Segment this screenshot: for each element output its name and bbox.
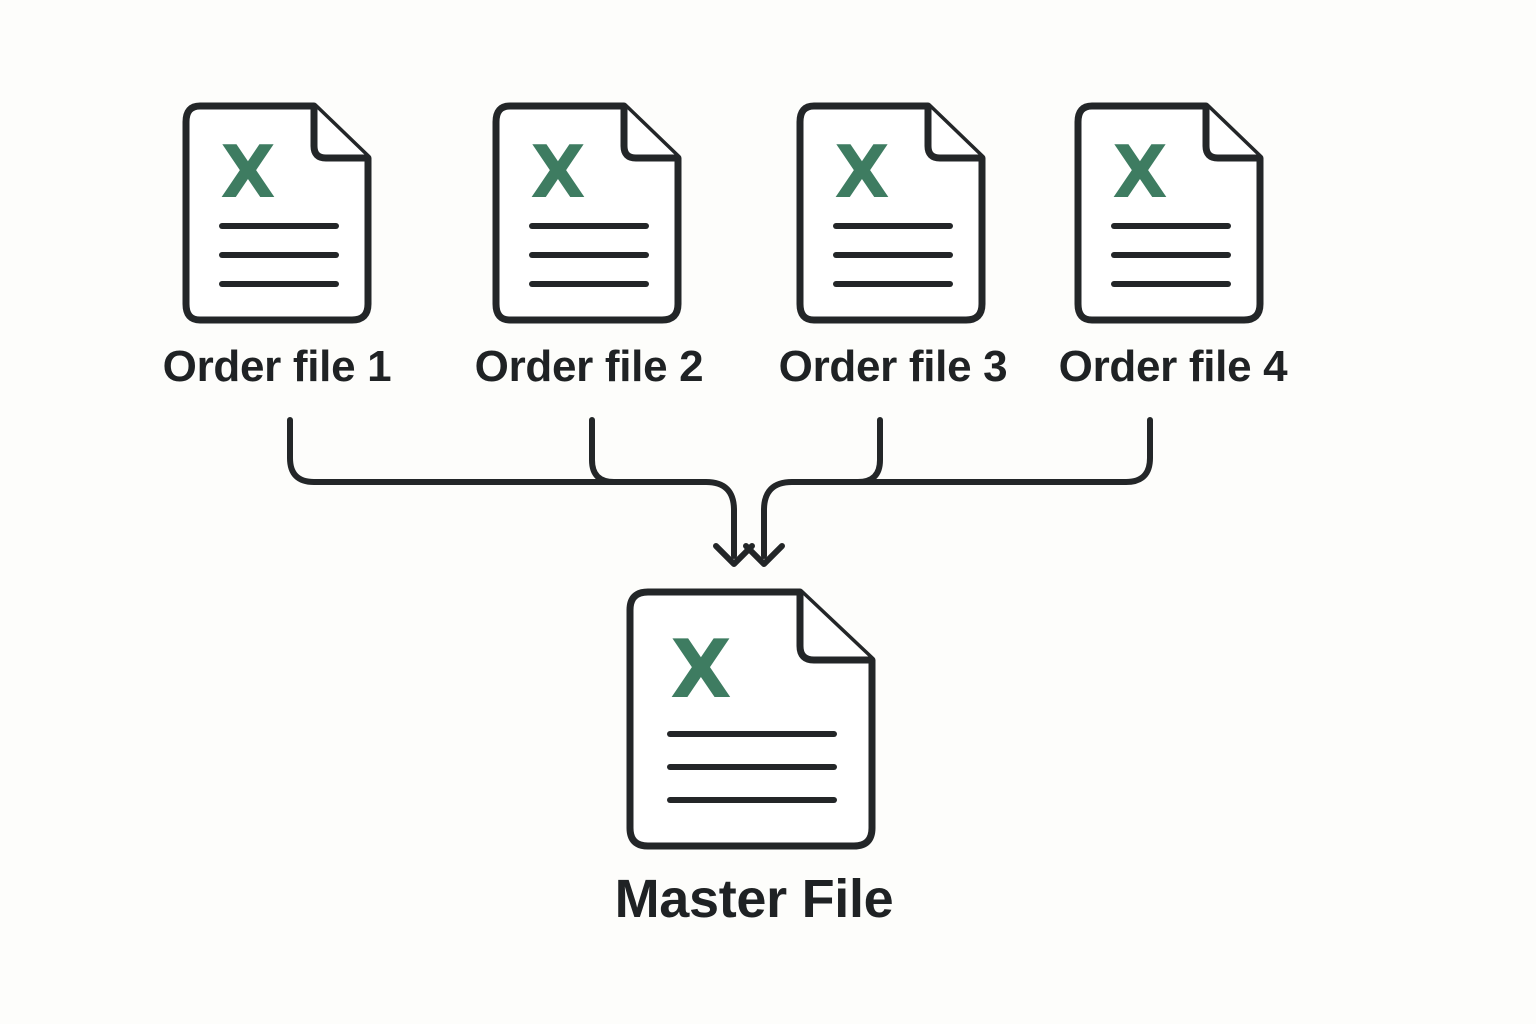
excel-x-mark: X [530, 130, 586, 214]
excel-x-mark: X [220, 130, 276, 214]
page-fold-corner [620, 106, 678, 162]
excel-x-mark: X [1112, 130, 1168, 214]
arrow-head-right [743, 543, 785, 567]
master-document: X [626, 588, 876, 850]
source-document-3: X [796, 102, 986, 324]
merge-connectors [287, 417, 1153, 567]
connector-right [761, 417, 1153, 559]
source-document-2: X [492, 102, 682, 324]
excel-x-mark: X [670, 623, 732, 716]
page-fold-corner [924, 106, 982, 162]
page-fold-corner [1202, 106, 1260, 162]
source-label-4: Order file 4 [1058, 342, 1288, 391]
arrow-head-left [713, 543, 755, 567]
source-document-4: X [1074, 102, 1264, 324]
source-document-1: X [182, 102, 372, 324]
source-label-3: Order file 3 [778, 342, 1008, 391]
master-label: Master File [614, 869, 894, 929]
excel-x-mark: X [834, 130, 890, 214]
source-label-2: Order file 2 [474, 342, 704, 391]
connector-file-2-drop [589, 417, 617, 485]
source-label-1: Order file 1 [162, 342, 392, 391]
connector-left [287, 417, 737, 559]
connector-file-3-drop [855, 417, 883, 485]
page-fold-corner [796, 592, 872, 664]
page-fold-corner [310, 106, 368, 162]
